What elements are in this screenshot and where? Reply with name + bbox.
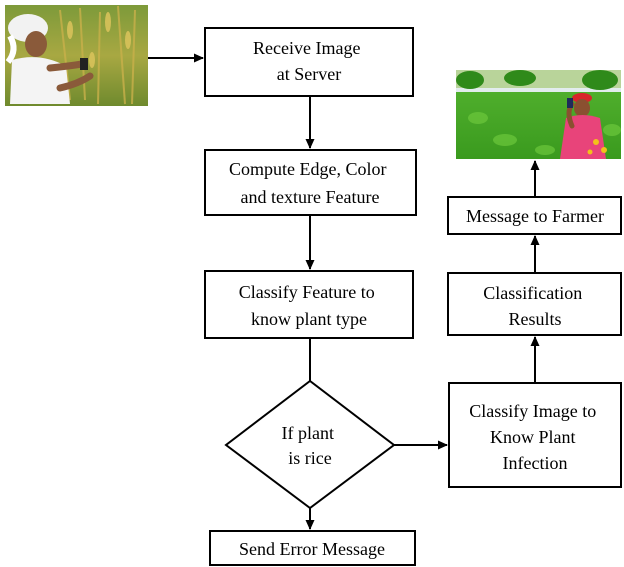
farmer-photographing-crop-photo (5, 5, 148, 106)
classify-infection-label: Classify Image to Know Plant Infection (469, 401, 600, 473)
decision-label: If plant is rice (282, 423, 339, 468)
classification-results-label: Classification Results (483, 283, 586, 329)
send-error-label: Send Error Message (239, 539, 385, 559)
receive-image-box (204, 27, 414, 97)
message-farmer-label: Message to Farmer (466, 206, 604, 226)
classify-feature-box (204, 270, 414, 339)
classification-results-box (447, 272, 622, 336)
compute-features-label: Compute Edge, Color and texture Feature (229, 159, 391, 207)
classify-feature-label: Classify Feature to know plant type (239, 282, 379, 329)
classify-infection-box (448, 382, 622, 488)
decision-diamond (224, 379, 396, 510)
send-error-box (209, 530, 416, 566)
farmer-with-phone-photo (456, 70, 621, 159)
compute-features-box (204, 149, 417, 216)
receive-image-label: Receive Image at Server (253, 38, 365, 84)
message-farmer-box (447, 196, 622, 235)
